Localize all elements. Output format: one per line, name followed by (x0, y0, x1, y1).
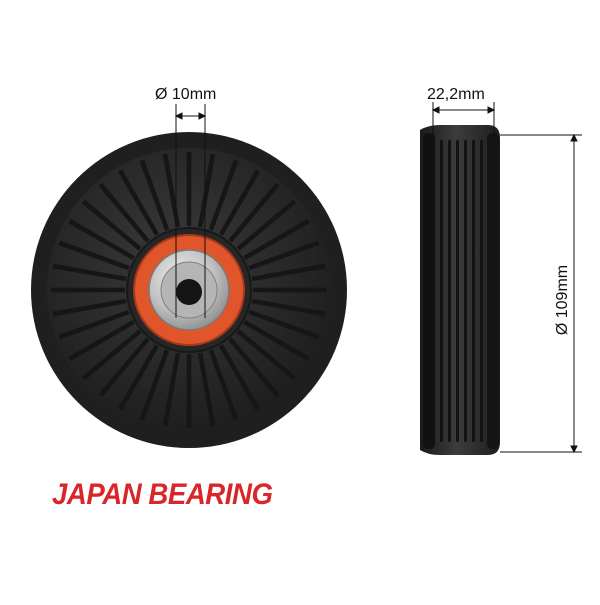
belt-groove (464, 140, 467, 442)
pulley-front-view (31, 132, 347, 448)
pulley-front-flange (423, 133, 435, 449)
pulley-spoke (52, 298, 127, 317)
pulley-rear-flange (487, 133, 499, 449)
pulley-spoke (248, 240, 320, 271)
pulley-spoke (186, 353, 192, 428)
brand-logo: JAPAN BEARING (52, 478, 273, 511)
pulley-spoke (81, 199, 142, 251)
belt-groove (456, 140, 459, 442)
pulley-spoke (197, 352, 216, 427)
pulley-spoke (139, 159, 170, 231)
pulley-spoke (98, 182, 150, 243)
pulley-spoke (117, 169, 159, 236)
bore-hole (176, 279, 202, 305)
pulley-spoke (252, 287, 327, 293)
pulley-spokes (51, 152, 327, 428)
pulley-spoke (236, 329, 297, 381)
belt-groove (440, 140, 443, 442)
pulley-spoke (68, 218, 135, 260)
pulley-spoke (219, 169, 261, 236)
pulley-spoke (81, 329, 142, 381)
pulley-spoke (162, 352, 181, 427)
pulley-spoke (251, 263, 326, 282)
pulley-spoke (228, 337, 280, 398)
pulley-side-view (420, 125, 500, 455)
belt-groove (472, 140, 475, 442)
belt-grooves (440, 140, 483, 442)
diameter-label: Ø 109mm (554, 265, 571, 335)
pulley-spoke (197, 153, 216, 228)
pulley-spoke (243, 218, 310, 260)
pulley-spoke (51, 287, 126, 293)
pulley-spoke (208, 349, 239, 421)
pulley-spoke (58, 240, 130, 271)
pulley-spoke (236, 199, 297, 251)
pulley-spoke (58, 309, 130, 340)
pulley-spoke (219, 344, 261, 411)
bore-dimension (174, 104, 207, 318)
pulley-spoke (52, 263, 127, 282)
pulley-spoke (117, 344, 159, 411)
width-label: 22,2mm (427, 86, 485, 103)
bore-label: Ø 10mm (155, 86, 217, 103)
pulley-spoke (243, 320, 310, 362)
pulley-spoke (68, 320, 135, 362)
pulley-spoke (228, 182, 280, 243)
pulley-spoke (251, 298, 326, 317)
pulley-spoke (139, 349, 170, 421)
pulley-spoke (208, 159, 239, 231)
pulley-spoke (248, 309, 320, 340)
pulley-spoke (186, 152, 192, 227)
belt-groove (480, 140, 483, 442)
pulley-spoke (98, 337, 150, 398)
belt-groove (448, 140, 451, 442)
diameter-dimension (500, 133, 582, 454)
width-dimension (431, 102, 496, 140)
